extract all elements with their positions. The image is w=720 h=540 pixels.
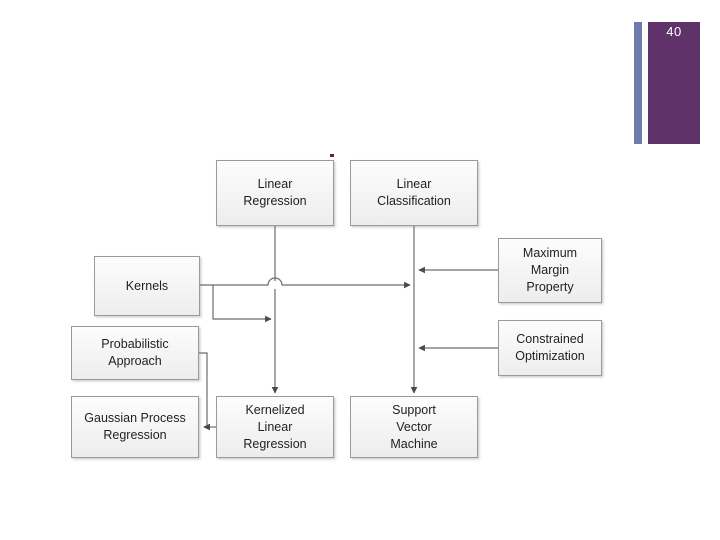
node-constrained-optimization[interactable]: Constrained Optimization [498, 320, 602, 376]
edge-kernels-to-linear-classification [200, 277, 411, 289]
node-probabilistic-approach[interactable]: Probabilistic Approach [71, 326, 199, 380]
page-number: 40 [666, 24, 682, 39]
node-kernelized-linear-regression[interactable]: Kernelized Linear Regression [216, 396, 334, 458]
page-number-block [648, 22, 700, 144]
edge-kernels-elbow-to-kernelized-line [212, 285, 272, 323]
node-linear-regression[interactable]: Linear Regression [216, 160, 334, 226]
node-maximum-margin-property[interactable]: Maximum Margin Property [498, 238, 602, 303]
accent-bar [634, 22, 642, 144]
edge-probabilistic-to-gaussian-process [199, 352, 210, 431]
stray-mark [330, 154, 334, 157]
node-kernels[interactable]: Kernels [94, 256, 200, 316]
node-support-vector-machine[interactable]: Support Vector Machine [350, 396, 478, 458]
node-gaussian-process-regression[interactable]: Gaussian Process Regression [71, 396, 199, 458]
node-linear-classification[interactable]: Linear Classification [350, 160, 478, 226]
